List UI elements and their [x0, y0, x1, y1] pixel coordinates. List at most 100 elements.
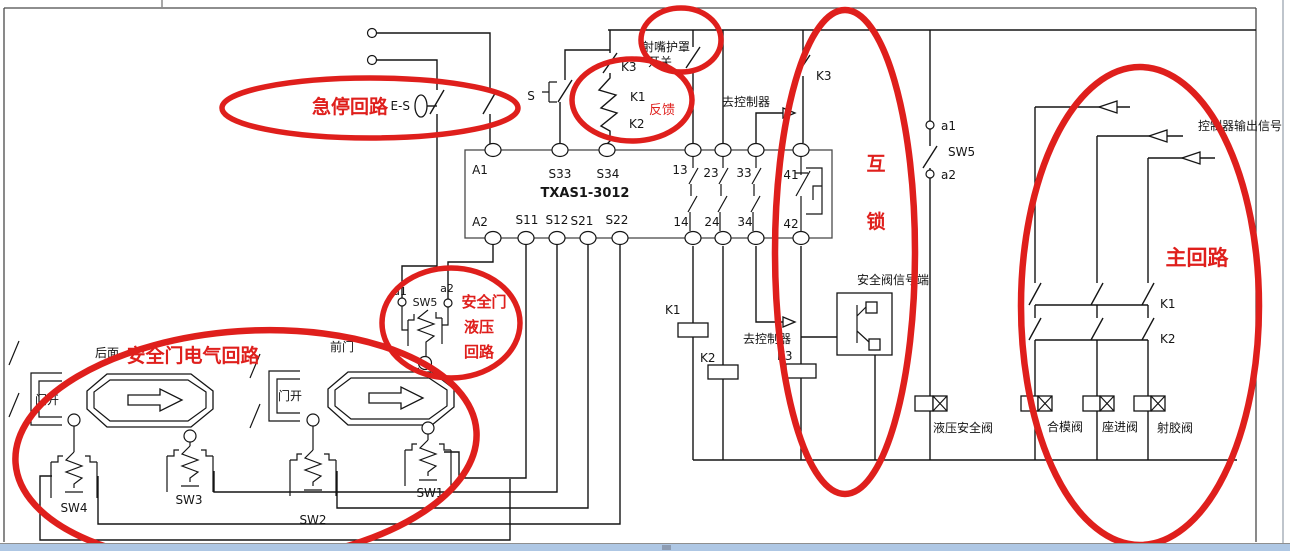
- label-A1: A1: [472, 163, 488, 177]
- annotation-interlock-1: 互: [866, 153, 885, 175]
- clamp-valve-label: 合模阀: [1047, 419, 1083, 434]
- wire-s21-sw2: [336, 244, 589, 509]
- sw5-terminal-a1: [397, 297, 407, 307]
- label-14: 14: [673, 215, 688, 229]
- reset-and-feedback-chain: S K3 K1 K2: [527, 30, 646, 145]
- terminal-S11: [517, 230, 535, 246]
- sw3-label: SW3: [175, 493, 202, 507]
- hydraulic-safety-valve-label: 液压安全阀: [933, 420, 993, 435]
- terminal-34: [747, 230, 765, 246]
- label-34: 34: [737, 215, 752, 229]
- terminal-S21: [579, 230, 597, 246]
- to-controller-label-top: 去控制器: [722, 95, 770, 109]
- right-door-arrow: [368, 385, 425, 411]
- controller-signal-arrow-3: [1179, 151, 1201, 165]
- wire-s11-sw1: [444, 244, 527, 479]
- feedback-k2-label: K2: [629, 117, 645, 131]
- safety-door-circuit: 门开 门开 后面 前门 SW4 SW3: [8, 244, 621, 541]
- terminal-33: [747, 142, 765, 158]
- page-frame: [3, 0, 1284, 543]
- label-23: 23: [703, 166, 718, 180]
- label-S12: S12: [546, 213, 569, 227]
- limit-switch-sw1: SW1: [404, 439, 452, 500]
- clamp-valve-symbol: [1020, 395, 1053, 412]
- annotation-hydraulic-2: 液压: [464, 318, 494, 336]
- front-door-label: 前门: [330, 339, 354, 354]
- terminal-41: [792, 142, 810, 158]
- a2-top-label: a2: [941, 168, 956, 182]
- left-door-arrow: [127, 387, 184, 413]
- to-controller-label-mid: 去控制器: [743, 332, 791, 346]
- door-open-bracket-right: [268, 370, 300, 422]
- terminal-23: [714, 142, 732, 158]
- coil-k1: [677, 322, 709, 338]
- main-k2-label: K2: [1160, 332, 1176, 346]
- coil-k3: [785, 363, 817, 379]
- estop-button-label: E-S: [390, 99, 410, 113]
- relay-model-label: TXAS1-3012: [541, 186, 630, 201]
- terminal-A1: [484, 142, 502, 158]
- safety-valve-signal-label: 安全阀信号端: [857, 272, 929, 287]
- limit-switch-sw3: SW3: [166, 445, 214, 507]
- limit-switch-sw2: SW2: [289, 449, 337, 527]
- annotation-hydraulic-3: 回路: [464, 343, 495, 361]
- controller-output-label: 控制器输出信号: [1198, 118, 1282, 133]
- terminal-14: [684, 230, 702, 246]
- ellipse-interlock: [771, 6, 919, 498]
- limit-switch-sw4: SW4: [50, 451, 98, 515]
- terminal-a1-top: [925, 120, 935, 130]
- sw2-roller: [306, 413, 320, 427]
- horizontal-scrollbar[interactable]: [0, 544, 1290, 551]
- label-13: 13: [672, 163, 687, 177]
- terminal-S34: [598, 142, 616, 158]
- interlock-column: a1 SW5 a2 液压安全阀: [914, 30, 993, 460]
- annotation-safety-door-circuit: 安全门电气回路: [126, 344, 260, 367]
- terminal-S22: [611, 230, 629, 246]
- scrollbar-thumb[interactable]: [662, 545, 671, 550]
- carriage-valve-label: 座进阀: [1102, 419, 1138, 434]
- label-41: 41: [783, 168, 798, 182]
- injection-valve-label: 射胶阀: [1157, 420, 1193, 435]
- controller-signal-arrow-2: [1146, 129, 1168, 143]
- annotation-interlock-2: 锁: [866, 210, 885, 233]
- terminal-13: [684, 142, 702, 158]
- sw1-label: SW1: [416, 486, 443, 500]
- right-door: [327, 371, 455, 426]
- injection-valve-symbol: [1133, 395, 1166, 412]
- annotation-hydraulic-1: 安全门: [461, 293, 506, 311]
- main-k1-label: K1: [1160, 297, 1176, 311]
- sw3-roller: [183, 429, 197, 443]
- wire-s12-sw3: [213, 244, 558, 493]
- sw4-label: SW4: [60, 501, 87, 515]
- wire-outer-loop: [39, 475, 511, 541]
- terminal-A2: [484, 230, 502, 246]
- terminal-24: [714, 230, 732, 246]
- door-hinge-marks: [8, 340, 261, 429]
- ellipse-hydraulic-circuit: [379, 265, 523, 381]
- sw1-roller: [421, 421, 435, 435]
- sw2-label: SW2: [299, 513, 326, 527]
- coil-k1-label: K1: [665, 303, 681, 317]
- label-A2: A2: [472, 215, 488, 229]
- label-S21: S21: [571, 214, 594, 228]
- sw5-terminal-a2: [443, 298, 453, 308]
- terminal-a2-top: [925, 169, 935, 179]
- label-S33: S33: [549, 167, 572, 181]
- hydraulic-safety-valve-symbol: [914, 395, 948, 412]
- label-S22: S22: [606, 213, 629, 227]
- wire-s22-sw4: [97, 244, 621, 525]
- terminal-S12: [548, 230, 566, 246]
- sw4-roller: [67, 413, 81, 427]
- terminal-S33: [551, 142, 569, 158]
- to-controller-arrow-mid: [782, 316, 797, 328]
- sw5-a2-label: a2: [440, 282, 454, 295]
- nozzle-guard-label-1: 射嘴护罩: [642, 39, 690, 54]
- ellipse-emergency-stop: [219, 75, 521, 141]
- label-42: 42: [783, 217, 798, 231]
- terminal-42: [792, 230, 810, 246]
- door-open-right-label: 门开: [278, 388, 302, 403]
- main-circuit-section: 控制器输出信号 K1 K2 合模阀 座进阀 射胶阀: [1020, 100, 1282, 460]
- label-S34: S34: [597, 167, 620, 181]
- controller-signal-arrow-1: [1096, 100, 1118, 114]
- feedback-k1-label: K1: [630, 90, 646, 104]
